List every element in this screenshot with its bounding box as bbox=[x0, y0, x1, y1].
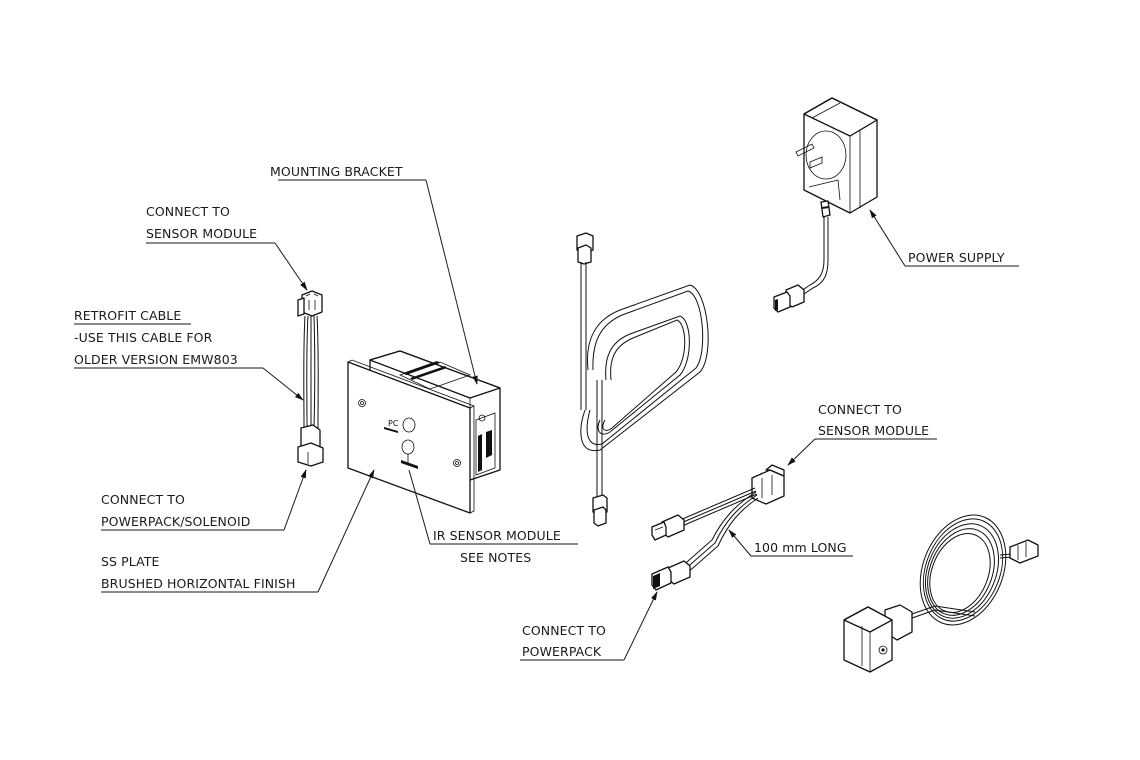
callout-text: RETROFIT CABLE bbox=[74, 308, 181, 323]
callout-text: POWERPACK/SOLENOID bbox=[101, 514, 250, 529]
callout-text: OLDER VERSION EMW803 bbox=[74, 352, 238, 367]
callout-text: -USE THIS CABLE FOR bbox=[74, 330, 213, 345]
coiled-sensor-cable bbox=[576, 232, 709, 527]
callout-text: SEE NOTES bbox=[460, 550, 531, 565]
callout-text: CONNECT TO bbox=[101, 492, 185, 507]
psu-plug bbox=[773, 284, 805, 313]
retrofit-wires bbox=[303, 315, 319, 429]
callout-text: CONNECT TO bbox=[522, 623, 606, 638]
solenoid-with-coiled-lead bbox=[843, 514, 1039, 673]
callout-retrofit-connect-powerpack: CONNECT TO POWERPACK/SOLENOID bbox=[101, 469, 307, 531]
callout-text: 100 mm LONG bbox=[754, 540, 847, 555]
y-branch-connector-1 bbox=[651, 514, 685, 541]
y-branch-connector-2 bbox=[651, 560, 691, 591]
coil-top-connector bbox=[576, 232, 594, 265]
solenoid-lead-connector bbox=[1009, 539, 1039, 564]
callout-ir-sensor: IR SENSOR MODULE SEE NOTES bbox=[408, 469, 578, 565]
retrofit-cable bbox=[297, 290, 324, 467]
callout-retrofit-cable: RETROFIT CABLE -USE THIS CABLE FOR OLDER… bbox=[74, 308, 304, 401]
callout-text: CONNECT TO bbox=[146, 204, 230, 219]
solenoid-body bbox=[843, 604, 913, 673]
plate-logo: PC bbox=[388, 419, 399, 428]
callout-text: MOUNTING BRACKET bbox=[270, 164, 403, 179]
callout-mounting-bracket: MOUNTING BRACKET bbox=[270, 164, 478, 385]
callout-power-supply: POWER SUPPLY bbox=[869, 209, 1019, 267]
y-sensor-connector bbox=[751, 464, 785, 505]
callout-retrofit-connect-sensor: CONNECT TO SENSOR MODULE bbox=[146, 204, 308, 291]
coil-bottom-connector bbox=[592, 494, 608, 527]
sensor-module-assembly: PC bbox=[347, 350, 501, 514]
callout-text: SS PLATE bbox=[101, 554, 160, 569]
callout-text: CONNECT TO bbox=[818, 402, 902, 417]
psu-strain-relief bbox=[820, 200, 831, 218]
callout-ycable-connect-sensor: CONNECT TO SENSOR MODULE bbox=[787, 402, 937, 466]
callout-text: IR SENSOR MODULE bbox=[433, 528, 561, 543]
callout-text: BRUSHED HORIZONTAL FINISH bbox=[101, 576, 296, 591]
callout-ycable-length: 100 mm LONG bbox=[728, 529, 853, 557]
y-splitter-cable bbox=[651, 464, 785, 591]
ss-plate: PC bbox=[347, 359, 475, 514]
callout-ycable-connect-powerpack: CONNECT TO POWERPACK bbox=[520, 591, 658, 661]
callout-text: POWERPACK bbox=[522, 644, 602, 659]
callout-text: POWER SUPPLY bbox=[908, 250, 1005, 265]
callout-text: SENSOR MODULE bbox=[146, 226, 257, 241]
callout-ss-plate: SS PLATE BRUSHED HORIZONTAL FINISH bbox=[101, 469, 375, 593]
callout-text: SENSOR MODULE bbox=[818, 423, 929, 438]
power-supply bbox=[773, 97, 878, 313]
retrofit-bottom-connector bbox=[297, 424, 324, 467]
retrofit-top-connector bbox=[297, 290, 323, 317]
